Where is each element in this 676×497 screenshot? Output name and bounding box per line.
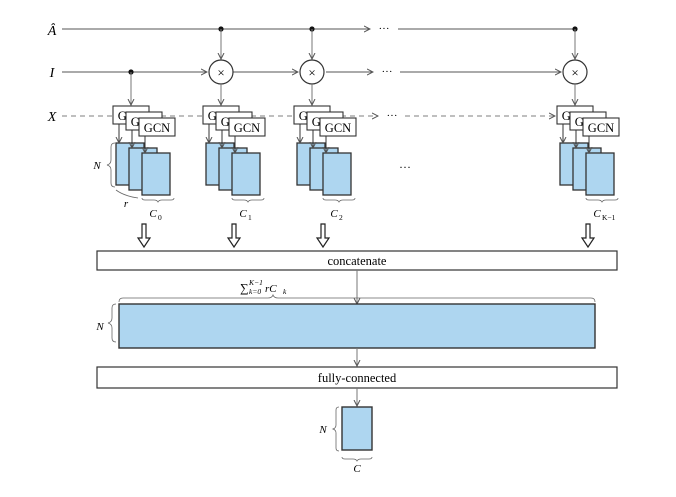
gcn-label: GCN (234, 121, 260, 135)
x-ellipsis: ··· (387, 110, 398, 122)
sum-upper: K−1 (248, 278, 263, 287)
n-label: N (95, 321, 104, 333)
hollow-down-arrow (136, 223, 152, 249)
multiply-icon: × (308, 65, 315, 80)
gcn-box (138, 117, 176, 137)
hollow-down-arrow (580, 223, 596, 249)
multiply-node: × (562, 59, 588, 85)
sum-symbol: ∑ (240, 281, 249, 295)
branch-bk: GCNGCNGCNCK−1 (556, 105, 620, 222)
output-c-brace (341, 456, 373, 462)
identity-line: ··· (62, 66, 561, 78)
channel-subscript: 1 (248, 213, 252, 222)
hollow-down-arrow (226, 223, 242, 249)
sum-term-sub: k (283, 287, 287, 296)
gcn-label: GCN (144, 121, 170, 135)
channel-label: C (239, 208, 247, 220)
fully-connected-block: fully-connected (96, 366, 618, 389)
feature-map (141, 152, 171, 196)
identity-ellipsis: ··· (382, 66, 393, 78)
feature-map (231, 152, 261, 196)
r-brace (115, 189, 139, 199)
multiply-node: × (299, 59, 325, 85)
output-c-label: C (353, 463, 361, 475)
gcn-label: GCN (325, 121, 351, 135)
gcn-box (228, 117, 266, 137)
channel-brace (141, 197, 175, 203)
concat-width-brace (118, 293, 596, 303)
identity-label: I (49, 66, 56, 81)
output-n-brace (331, 406, 340, 452)
concatenated-matrix (118, 303, 596, 349)
channel-brace (585, 197, 619, 203)
channel-brace (322, 197, 356, 203)
gcn-label: GCN (588, 121, 614, 135)
x-label: X (47, 110, 57, 125)
n-label: N (92, 160, 101, 172)
a-hat-label: Â (47, 22, 57, 39)
feature-map (585, 152, 615, 196)
gcn-box (582, 117, 620, 137)
r-label: r (124, 198, 129, 210)
fully-connected-label: fully-connected (318, 371, 397, 385)
output-matrix (341, 406, 373, 451)
gcn-box (319, 117, 357, 137)
hollow-arrows (136, 223, 596, 249)
multiply-icon: × (217, 65, 224, 80)
channel-label: C (593, 208, 601, 220)
sum-term: rC (265, 283, 277, 295)
channel-label: C (149, 208, 157, 220)
branches-ellipsis: ··· (399, 160, 411, 174)
concat-width-label: ∑ K−1 k=0 rC k (240, 278, 287, 296)
branch-stacks: GCNGCNGCNC0GCNGCNGCNC1GCNGCNGCNC2GCNGCNG… (112, 105, 620, 222)
branch-b1: GCNGCNGCNC1 (202, 105, 266, 222)
n-brace (106, 142, 116, 188)
sum-lower: k=0 (249, 287, 261, 296)
multiply-node: × (208, 59, 234, 85)
a-hat-line: ··· (62, 23, 578, 35)
channel-subscript: 2 (339, 213, 343, 222)
concatenate-label: concatenate (328, 254, 387, 268)
channel-label: C (330, 208, 338, 220)
hollow-down-arrow (315, 223, 331, 249)
multiply-icon: × (571, 65, 578, 80)
channel-subscript: 0 (158, 213, 162, 222)
feature-map (322, 152, 352, 196)
branch-b0: GCNGCNGCNC0 (112, 105, 176, 222)
channel-brace (231, 197, 265, 203)
channel-subscript: K−1 (602, 213, 616, 222)
output-n-label: N (318, 424, 327, 436)
a-hat-ellipsis: ··· (379, 23, 390, 35)
concatenate-block: concatenate (96, 250, 618, 271)
n-brace (107, 303, 117, 343)
branch-b2: GCNGCNGCNC2 (293, 105, 357, 222)
